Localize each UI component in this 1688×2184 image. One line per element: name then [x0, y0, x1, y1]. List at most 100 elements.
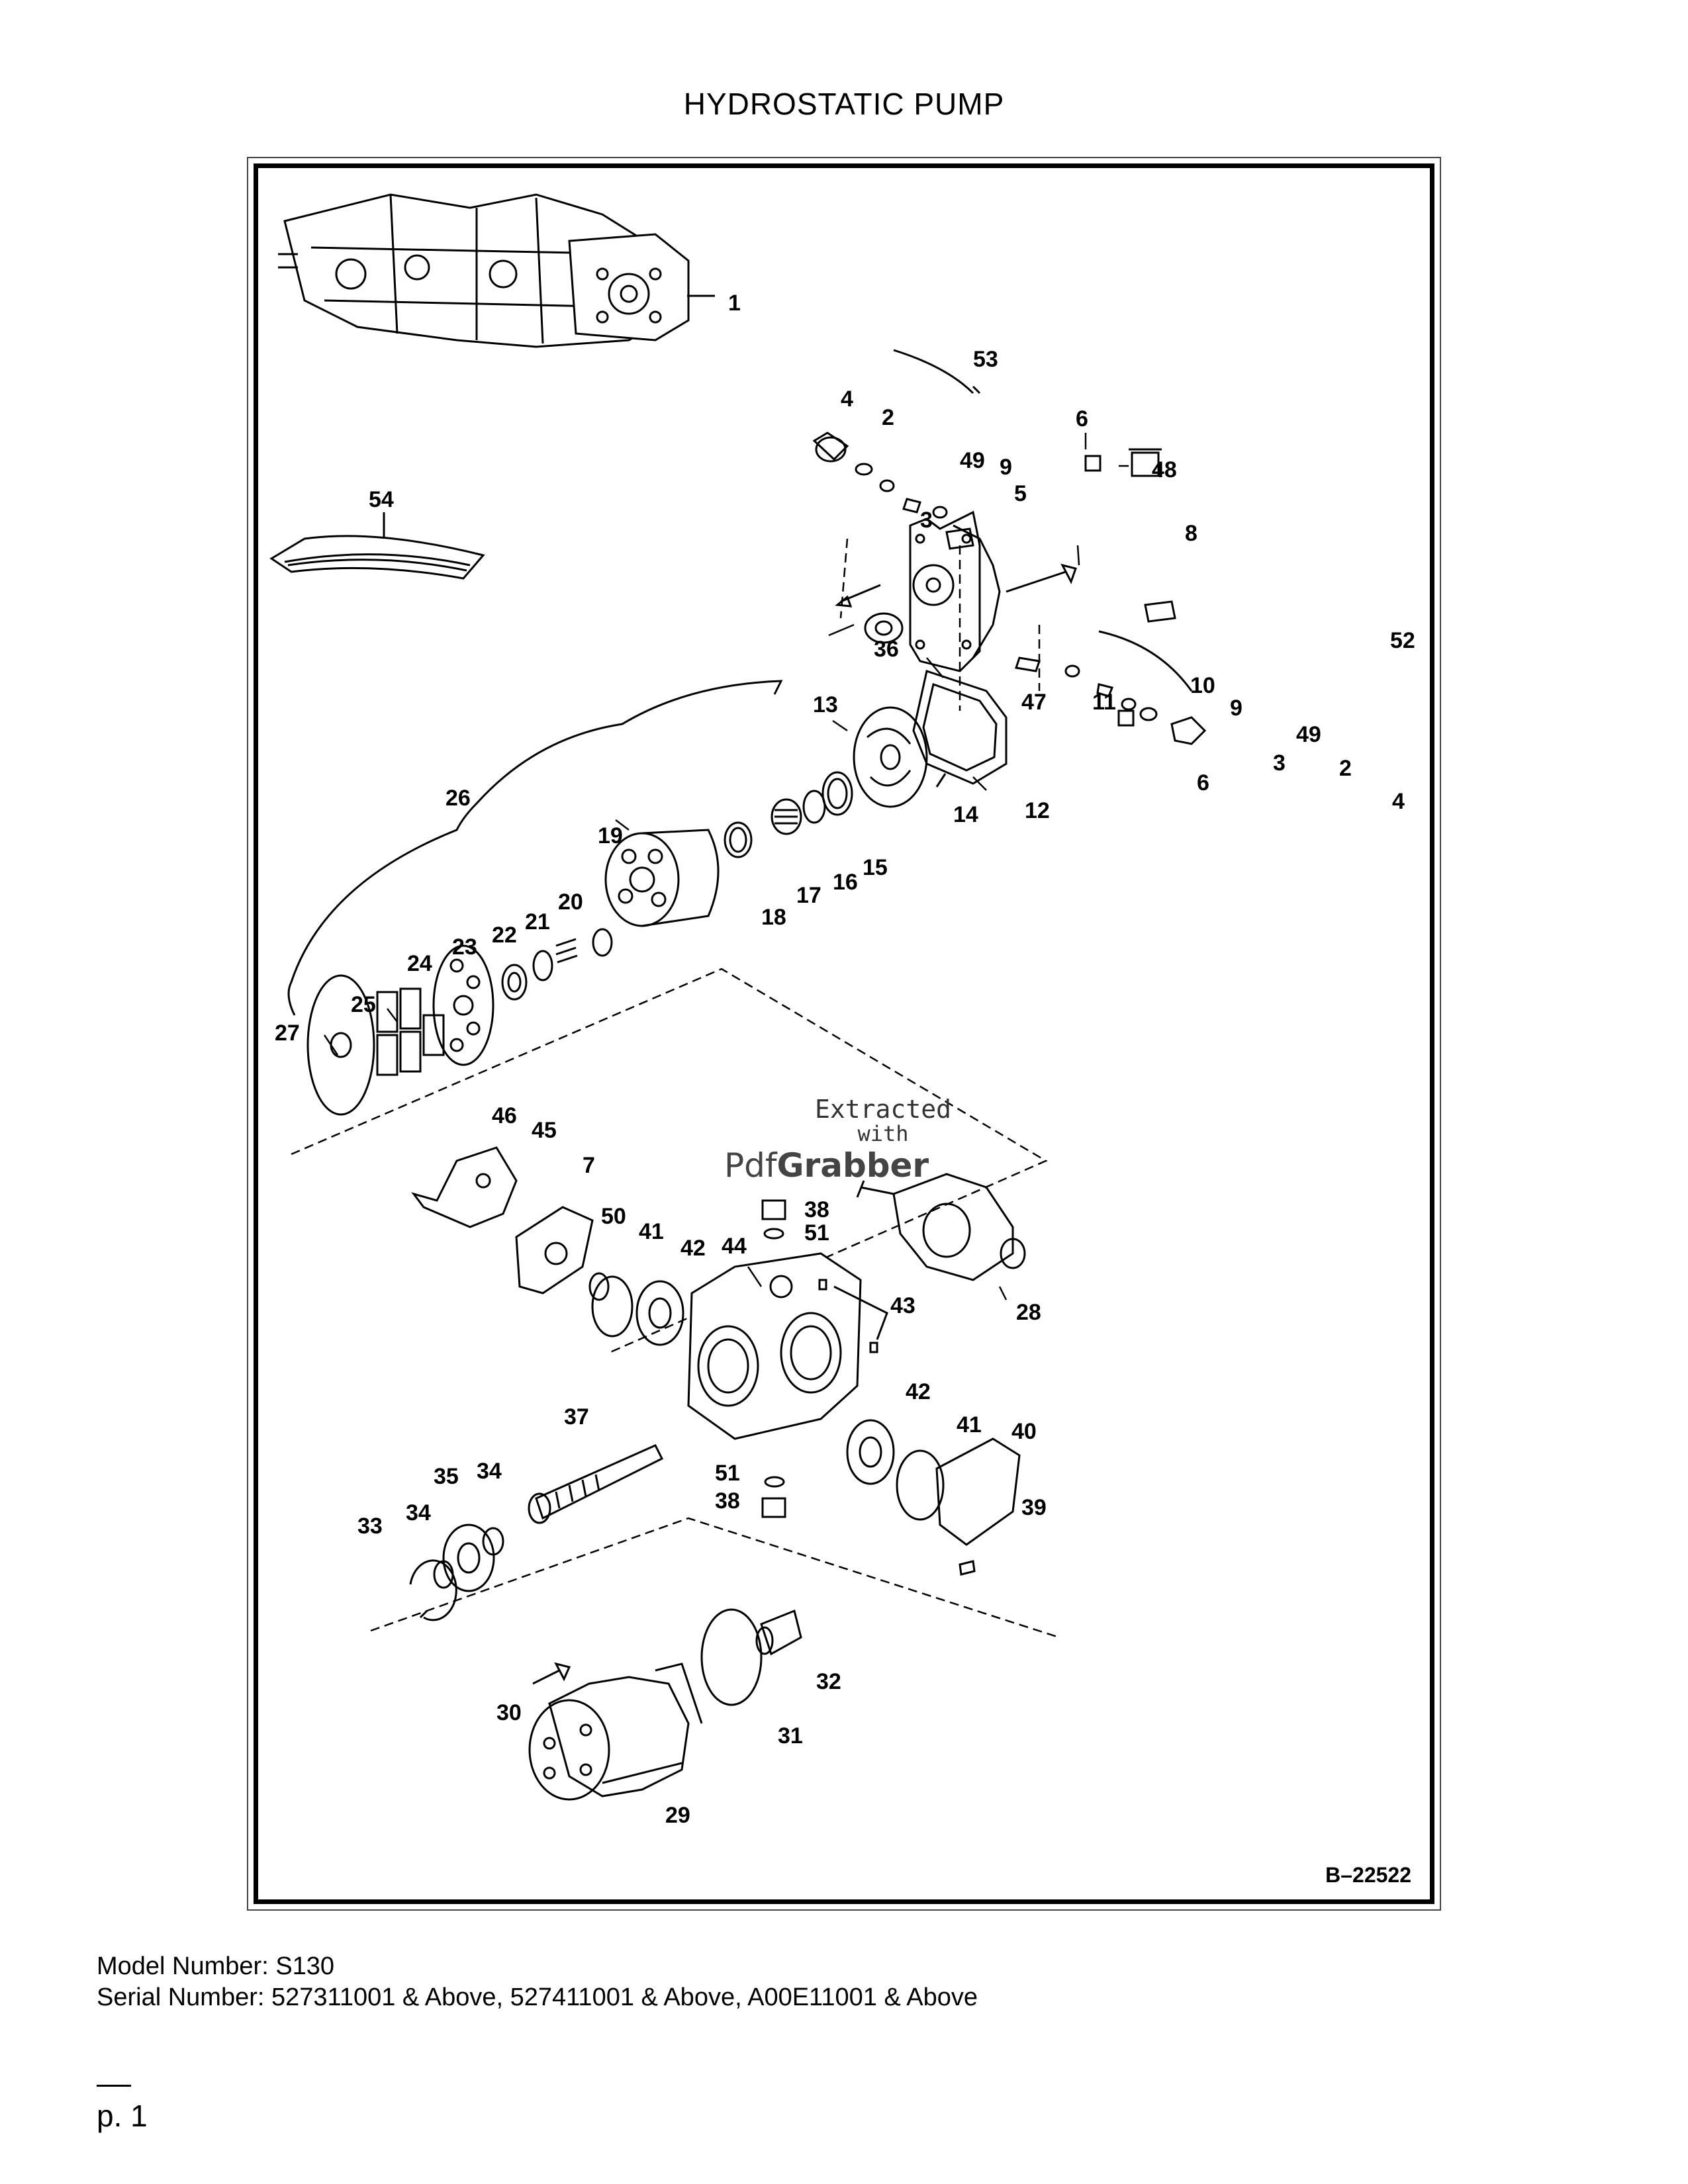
- charge-pump-part: [856, 1173, 1026, 1281]
- back-plate-part: [909, 510, 1001, 672]
- pistons-part: [376, 987, 445, 1076]
- watermark-brand-plain: Pdf: [724, 1146, 777, 1185]
- callout-label: 4: [841, 387, 853, 412]
- serial-number: Serial Number: 527311001 & Above, 527411…: [97, 1983, 978, 2011]
- callout-labels: 1 53 4 2 49 9 6 48 3 5 54 8 36 47 11 10 …: [275, 291, 1415, 1828]
- callout-label: 25: [351, 992, 376, 1017]
- callout-label: 2: [1339, 756, 1352, 781]
- gear-pump-part: [528, 1662, 703, 1801]
- callout-label: 2: [882, 405, 894, 430]
- bolt-8-part: [1006, 563, 1077, 593]
- leader-dashes: [291, 538, 1060, 1639]
- valve-plate-part: [853, 706, 928, 808]
- callout-label: 34: [477, 1459, 502, 1484]
- callout-label: 51: [804, 1220, 829, 1246]
- callout-label: 49: [960, 448, 985, 473]
- page-title: HYDROSTATIC PUMP: [683, 87, 1005, 121]
- callout-label: 50: [601, 1204, 626, 1229]
- callout-label: 37: [564, 1404, 589, 1430]
- callout-label: 46: [492, 1103, 517, 1128]
- callout-label: 11: [1092, 690, 1116, 715]
- plug-38-top-part: [761, 1199, 786, 1240]
- callout-label: 34: [406, 1500, 431, 1525]
- part-illustrations: [269, 193, 1207, 1801]
- callout-label: 3: [920, 508, 933, 533]
- spring-parts: [501, 928, 613, 1001]
- callout-label: 24: [407, 951, 432, 976]
- bracket-26: [287, 680, 783, 1016]
- relief-valve-52-parts: [1015, 600, 1207, 745]
- callout-label: 27: [275, 1021, 300, 1046]
- figure-code: B–22522: [1325, 1863, 1411, 1887]
- callout-label: 13: [813, 692, 838, 717]
- page-number: p. 1: [97, 2099, 148, 2133]
- plug-48-part: [1129, 448, 1162, 477]
- callout-label: 7: [583, 1153, 595, 1178]
- callout-label: 43: [890, 1293, 915, 1318]
- callout-label: 22: [492, 923, 517, 948]
- callout-label: 38: [804, 1197, 829, 1222]
- pdfgrabber-watermark: Extracted with PdfGrabber: [724, 1095, 1015, 1185]
- pump-housing-part: [687, 1252, 862, 1440]
- callout-label: 44: [722, 1234, 747, 1259]
- callout-label: 40: [1011, 1419, 1037, 1444]
- callout-label: 42: [680, 1236, 706, 1261]
- gasket-12-part: [912, 670, 1008, 785]
- callout-label: 38: [715, 1488, 740, 1514]
- callout-label: 29: [665, 1803, 690, 1828]
- callout-label: 9: [1000, 455, 1012, 480]
- callout-label: 12: [1025, 798, 1050, 823]
- callout-label: 41: [639, 1219, 664, 1244]
- coupler-parts: [700, 1608, 802, 1706]
- ring-parts: [724, 771, 853, 858]
- callout-label: 6: [1197, 770, 1209, 796]
- pump-assembly-part: [278, 193, 715, 348]
- callout-label: 42: [906, 1379, 931, 1404]
- callout-label: 6: [1076, 406, 1088, 432]
- shaft-bearing-parts: [409, 1524, 504, 1621]
- pin-14-part: [935, 773, 947, 788]
- plug-6-top-part: [1084, 455, 1102, 472]
- callout-label: 48: [1152, 457, 1177, 482]
- model-number: Model Number: S130: [97, 1952, 335, 1980]
- cover-bearing-parts: [846, 1419, 1021, 1576]
- callout-label: 3: [1273, 751, 1286, 776]
- diagram-frame: 1 53 4 2 49 9 6 48 3 5 54 8 36 47 11 10 …: [247, 157, 1441, 1911]
- callout-label: 26: [445, 786, 471, 811]
- cylinder-block-part: [604, 829, 720, 927]
- seal-bearing-parts: [588, 1272, 684, 1346]
- callout-label: 30: [496, 1700, 522, 1725]
- callout-label: 17: [796, 883, 821, 908]
- callout-label: 36: [874, 637, 899, 662]
- callout-label: 39: [1021, 1495, 1047, 1520]
- bolt-30-part: [532, 1662, 571, 1685]
- retainer-plate-part: [432, 944, 494, 1066]
- footer-divider: [97, 2085, 131, 2087]
- callout-label: 21: [525, 909, 550, 934]
- relief-valve-53-parts: [812, 349, 981, 550]
- pins-43-part: [818, 1279, 888, 1353]
- callout-label: 16: [833, 870, 858, 895]
- callout-label: 31: [778, 1723, 803, 1749]
- callout-label: 4: [1392, 789, 1405, 814]
- leader-lines: [323, 433, 1129, 1300]
- callout-label: 52: [1390, 628, 1415, 653]
- callout-label: 20: [558, 889, 583, 915]
- callout-label: 5: [1014, 481, 1027, 506]
- bracket-plate-parts: [411, 1146, 594, 1295]
- callout-label: 18: [761, 905, 786, 930]
- callout-label: 19: [598, 823, 623, 848]
- callout-label: 51: [715, 1461, 740, 1486]
- callout-label: 23: [452, 934, 477, 960]
- callout-label: 8: [1185, 521, 1197, 546]
- callout-label: 10: [1190, 673, 1215, 698]
- callout-label: 28: [1016, 1300, 1041, 1325]
- callout-label: 15: [863, 855, 888, 880]
- callout-label: 35: [434, 1464, 459, 1489]
- callout-label: 33: [357, 1514, 383, 1539]
- needle-bearing-part: [864, 612, 904, 644]
- callout-label: 14: [953, 802, 978, 827]
- callout-label: 47: [1021, 690, 1047, 715]
- watermark-line-1: Extracted: [815, 1095, 951, 1124]
- callout-label: 32: [816, 1669, 841, 1694]
